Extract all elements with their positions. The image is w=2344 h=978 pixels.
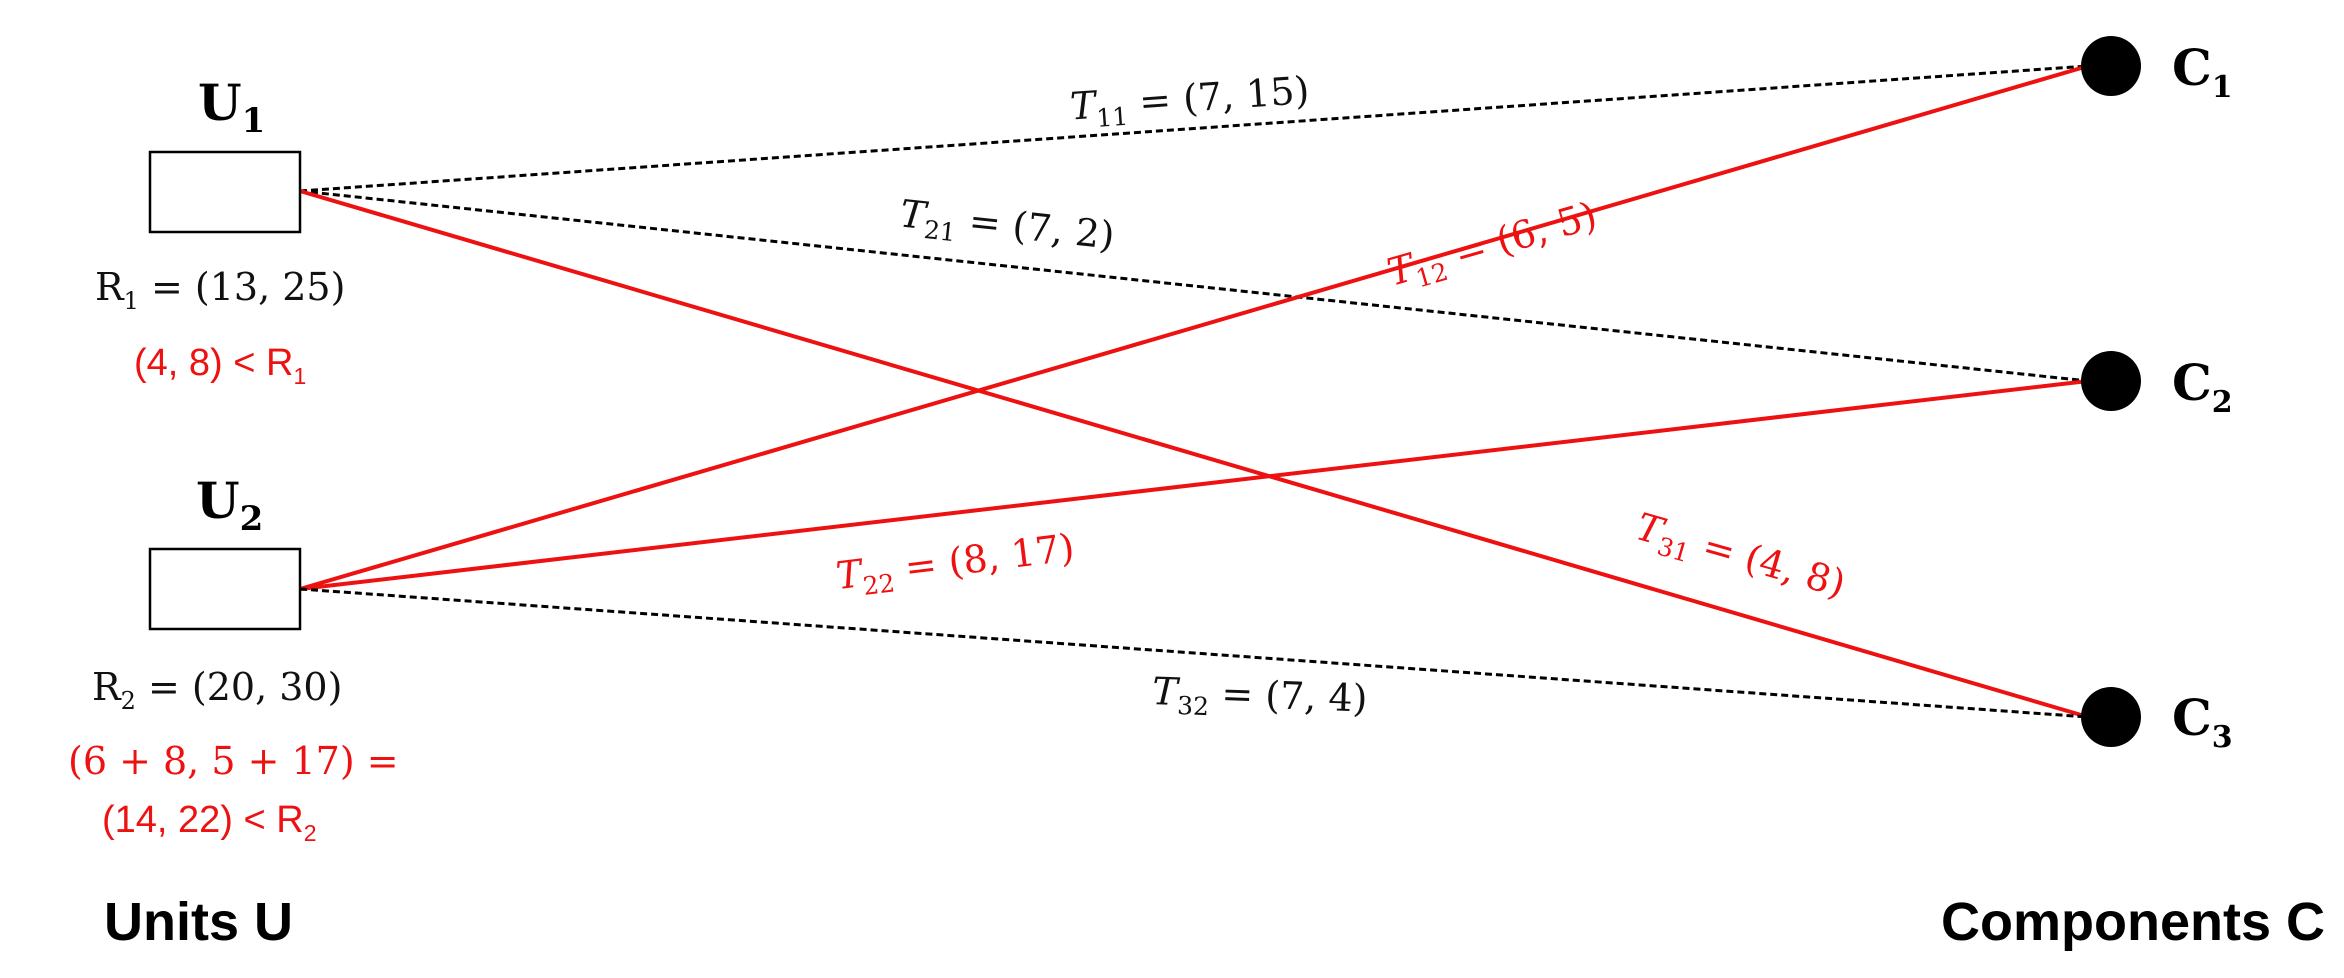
footer-units-label: Units U (104, 892, 293, 952)
unit-u1-check: (4, 8) < R1 (134, 342, 306, 389)
unit-u2-resource: R2 = (20, 30) (92, 665, 342, 715)
unit-u2-check-line2: (14, 22) < R2 (102, 799, 317, 846)
edge-t32 (299, 587, 2089, 719)
unit-u2-name: U2 (196, 471, 263, 539)
edge-label-t11: T11 = (7, 15) (1069, 68, 1311, 135)
component-c2: C2 (2081, 351, 2233, 420)
component-c3-node (2081, 687, 2141, 747)
unit-u2-check-line1: (6 + 8, 5 + 17) = (68, 739, 399, 783)
edge-t31 (299, 189, 2089, 719)
edge-t22 (299, 379, 2089, 591)
edges (299, 64, 2089, 719)
edge-labels: T11 = (7, 15) T21 = (7, 2) T12 = (6, 5) … (834, 68, 1851, 726)
unit-u2: U2 R2 = (20, 30) (6 + 8, 5 + 17) = (14, … (68, 471, 399, 846)
component-c2-node (2081, 351, 2141, 411)
component-c2-name: C2 (2172, 353, 2233, 420)
component-c1: C1 (2081, 36, 2233, 105)
edge-label-t12: T12 = (6, 5) (1383, 193, 1604, 300)
edge-label-t22: T22 = (8, 17) (834, 525, 1078, 604)
edge-t11 (299, 64, 2089, 193)
edge-label-t21: T21 = (7, 2) (897, 191, 1116, 263)
edge-label-t32: T32 = (7, 4) (1151, 669, 1368, 726)
unit-u1-name: U1 (198, 73, 265, 141)
unit-u1-box (148, 150, 302, 234)
footer-components-label: Components C (1941, 892, 2325, 952)
unit-u1-resource: R1 = (13, 25) (95, 265, 345, 315)
edge-t21 (299, 189, 2089, 383)
unit-u1: U1 R1 = (13, 25) (4, 8) < R1 (95, 73, 345, 389)
edge-t12 (299, 64, 2089, 591)
unit-u2-box (148, 547, 302, 631)
component-c1-name: C1 (2172, 38, 2233, 105)
edge-label-t31: T31 = (4, 8) (1630, 504, 1851, 611)
component-c1-node (2081, 36, 2141, 96)
component-c3-name: C3 (2172, 688, 2233, 755)
component-c3: C3 (2081, 687, 2233, 755)
